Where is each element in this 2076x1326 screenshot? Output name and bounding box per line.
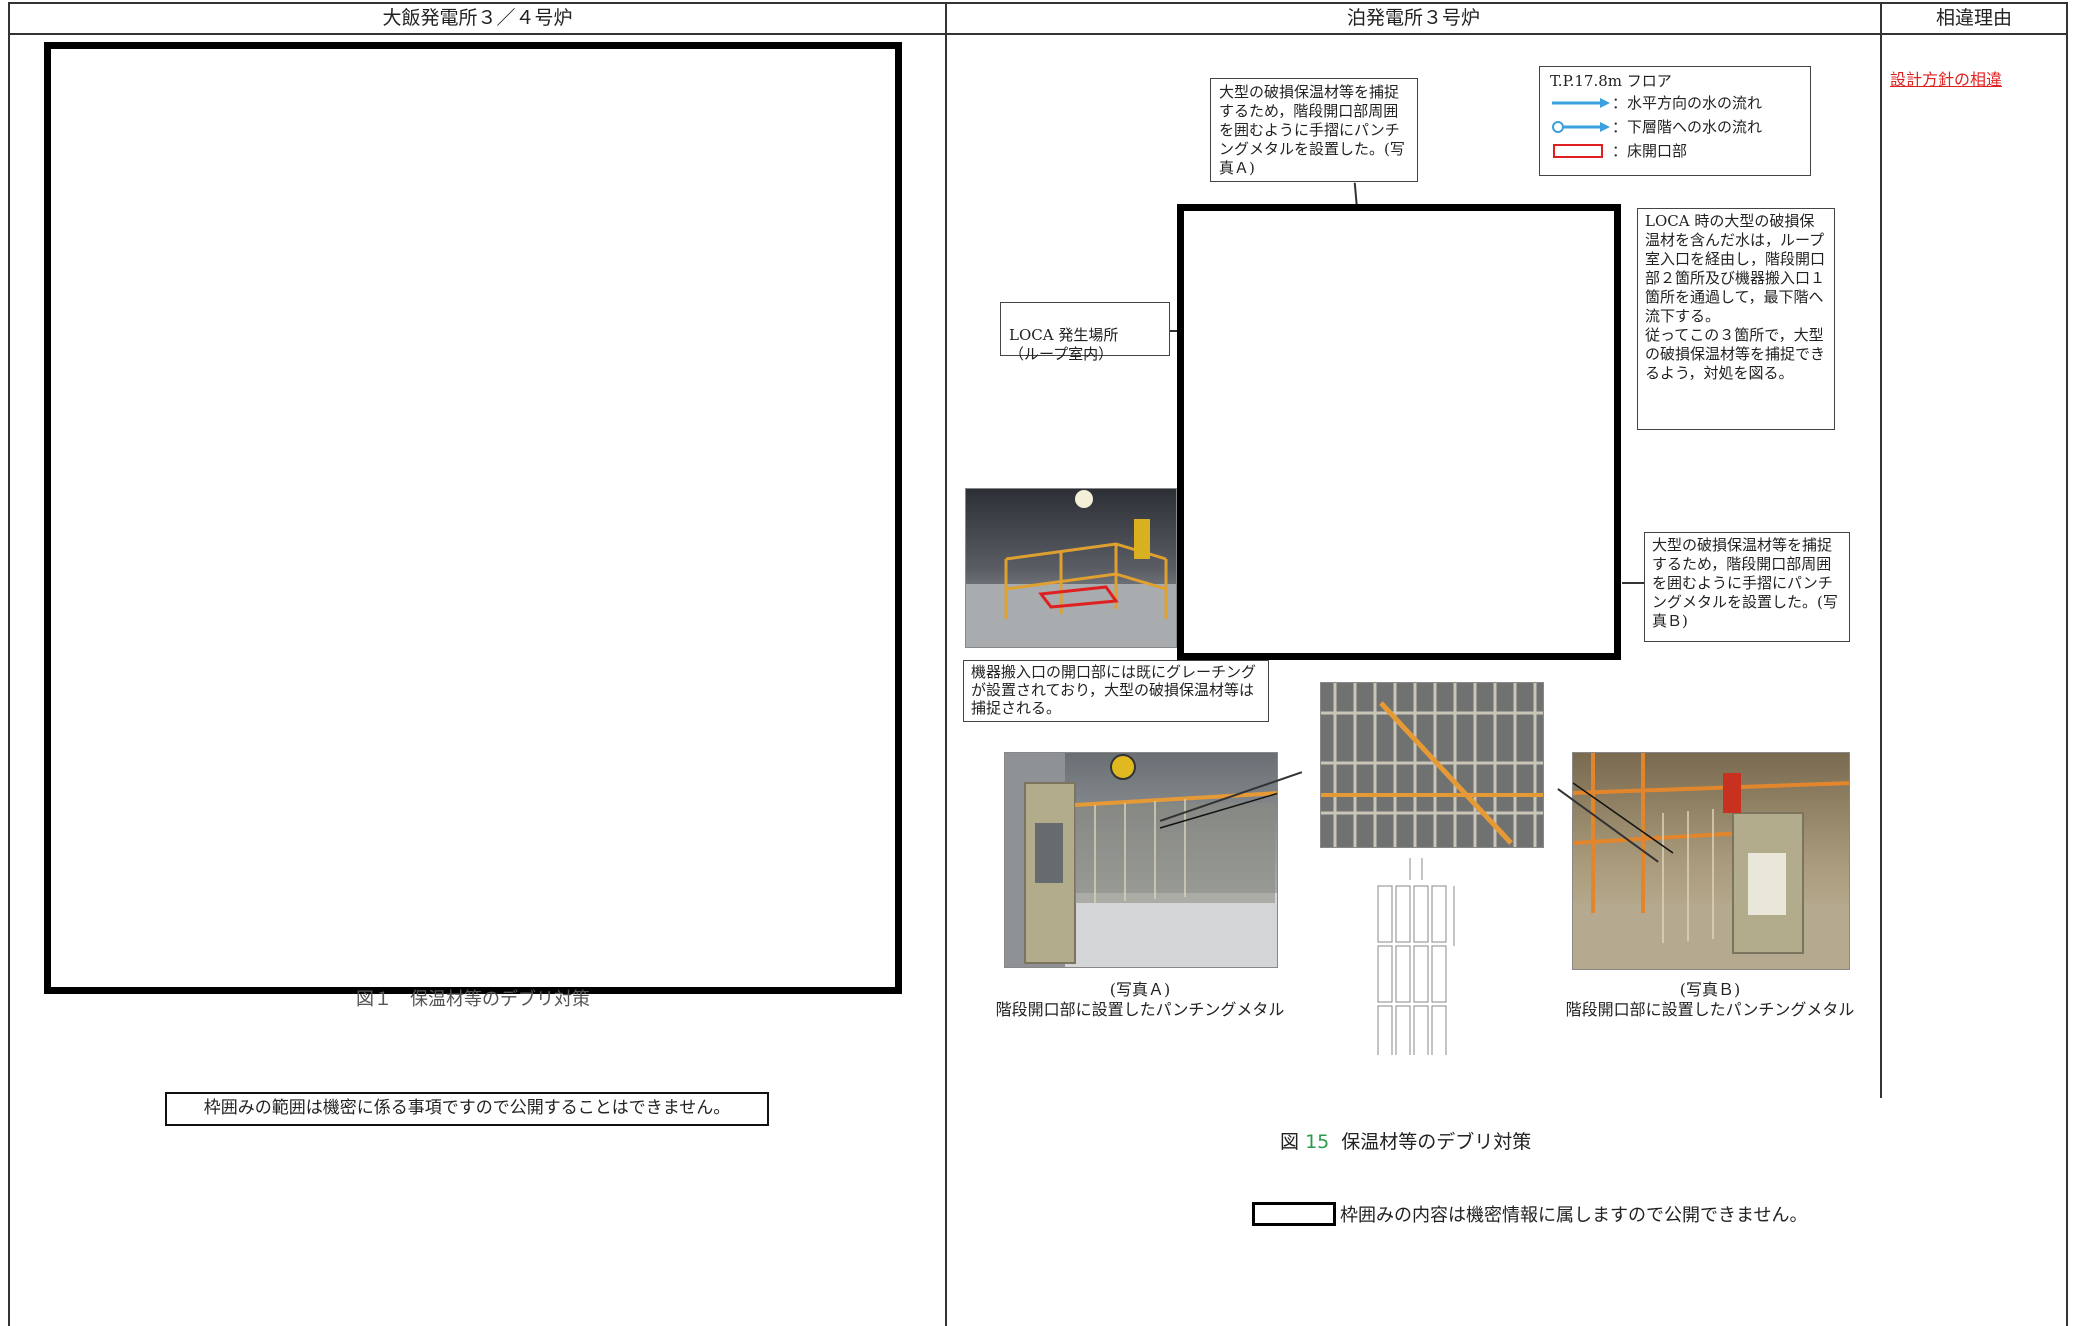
confidential-frame-sample [1252, 1202, 1336, 1226]
photo-b-caption-label: (写真Ｂ) [1679, 980, 1741, 999]
header-reason: 相違理由 [1935, 7, 2012, 29]
photo-b [1572, 752, 1850, 970]
grating-photo [1320, 682, 1544, 848]
legend-title: T.P.17.8m フロア [1550, 72, 1672, 90]
column-divider-1 [945, 2, 947, 1326]
punching-metal-drawing [1370, 850, 1480, 1055]
table-left-border [8, 2, 10, 1326]
floor-opening-rect-icon [1553, 144, 1603, 158]
legend-label-opening: ：床開口部 [1612, 141, 1688, 160]
table-top-border [8, 2, 2068, 4]
grating-image [1321, 683, 1543, 847]
photo-b-caption-desc: 階段開口部に設置したパンチングメタル [1565, 1000, 1855, 1019]
callout-handrail-a: 大型の破損保温材等を捕捉するため，階段開口部周囲を囲むように手摺にパンチングメタ… [1210, 78, 1418, 182]
figure-prefix: 図 [1280, 1131, 1300, 1153]
figure-number: 15 [1305, 1131, 1330, 1153]
photo-a-image [1005, 753, 1277, 967]
right-confidential-text: 枠囲みの内容は機密情報に属しますので公開できません。 [1340, 1205, 1808, 1226]
figure-title: 保温材等のデブリ対策 [1341, 1131, 1532, 1153]
legend-item-horizontal: ：水平方向の水の流れ [1550, 91, 1800, 115]
horizontal-flow-arrow-icon [1552, 98, 1610, 108]
callout-loca-flow: LOCA 時の大型の破損保温材を含んだ水は，ループ室入口を経由し，階段開口部２箇… [1637, 208, 1835, 430]
callout-loca-text: LOCA 発生場所 （ループ室内） [1009, 326, 1119, 363]
photo-a-caption-desc: 階段開口部に設置したパンチングメタル [995, 1000, 1285, 1019]
left-figure-caption: 図１ 保温材等のデブリ対策 [356, 989, 590, 1010]
photo-a [1004, 752, 1278, 968]
header-ohi: 大飯発電所３／４号炉 [382, 7, 573, 29]
legend-label-horizontal: ：水平方向の水の流れ [1612, 93, 1763, 112]
center-redacted-figure [1177, 204, 1621, 660]
column-divider-2 [1880, 2, 1882, 1098]
legend-label-downward: ：下層階への水の流れ [1612, 117, 1763, 136]
left-confidential-note: 枠囲みの範囲は機密に係る事項ですので公開することはできません。 [165, 1092, 769, 1126]
leader-callout-b [1622, 582, 1644, 584]
legend-item-opening: ：床開口部 [1550, 139, 1800, 163]
equipment-hatch-photo [965, 488, 1177, 648]
table-right-border [2066, 2, 2068, 1326]
right-figure-caption: 図 15 保温材等のデブリ対策 [1280, 1130, 1680, 1154]
downward-flow-arrow-icon [1552, 121, 1610, 133]
header-tomari: 泊発電所３号炉 [1346, 7, 1480, 29]
punching-metal-schematic [1377, 858, 1455, 1055]
callout-loca-location: LOCA 発生場所 （ループ室内） [1000, 302, 1170, 363]
legend-box: T.P.17.8m フロア ：水平方向の水の流れ ：下層階への水の流れ ：床開口… [1539, 66, 1811, 176]
header-bottom-border [8, 33, 2068, 35]
right-confidential-note: 枠囲みの内容は機密情報に属しますので公開できません。 [1252, 1200, 1852, 1228]
leader-loca [1170, 330, 1182, 332]
photo-b-image [1573, 753, 1849, 969]
reason-design-policy-link[interactable]: 設計方針の相違 [1890, 70, 2003, 89]
callout-handrail-b: 大型の破損保温材等を捕捉するため，階段開口部周囲を囲むように手摺にパンチングメタ… [1644, 532, 1850, 642]
equipment-hatch-image [966, 489, 1176, 647]
left-redacted-figure [44, 42, 902, 994]
callout-equipment-hatch: 機器搬入口の開口部には既にグレーチングが設置されており，大型の破損保温材等は捕捉… [963, 660, 1269, 722]
legend-item-downward: ：下層階への水の流れ [1550, 115, 1800, 139]
photo-a-caption-label: (写真Ａ) [1109, 980, 1171, 999]
